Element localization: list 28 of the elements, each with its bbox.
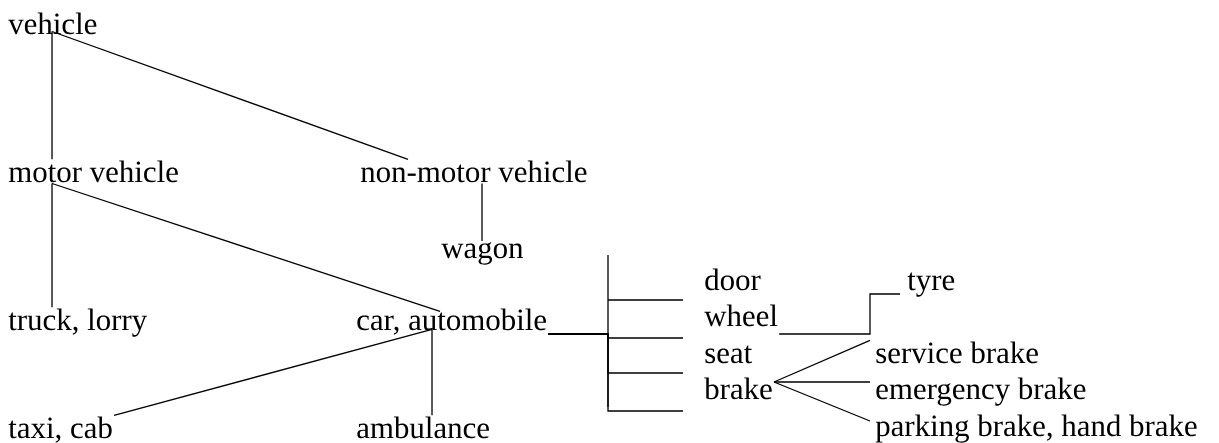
term-label: taxi, cab: [8, 416, 112, 443]
connector-line: [481, 182, 483, 242]
term-label: wagon: [441, 242, 524, 265]
connector-line: [778, 293, 901, 335]
term-label: motor vehicle: [8, 160, 178, 183]
term-label: wheel: [704, 304, 778, 327]
term-label: parking brake, hand brake: [875, 414, 1197, 443]
connector-line: [773, 381, 871, 422]
term-label: emergency brake: [876, 377, 1086, 406]
connector-line: [51, 30, 53, 160]
term-label: non-motor vehicle: [360, 160, 587, 183]
term-label: seat: [705, 345, 753, 364]
term-label: service brake: [876, 341, 1038, 364]
connector-line: [547, 333, 684, 412]
term-label: car, automobile: [357, 308, 546, 335]
connector-line: [773, 381, 871, 383]
term-label: door: [705, 268, 761, 291]
term-label: brake: [704, 377, 772, 400]
term-label: truck, lorry: [8, 308, 148, 337]
term-label: vehicle: [8, 12, 97, 35]
connector-line: [51, 182, 441, 312]
connector-line: [431, 328, 433, 416]
connector-line: [51, 30, 409, 160]
connector-line: [113, 328, 433, 416]
connector-line: [773, 339, 871, 383]
term-label: tyre: [907, 272, 955, 297]
term-label: ambulance: [357, 416, 489, 439]
connector-line: [51, 182, 53, 308]
